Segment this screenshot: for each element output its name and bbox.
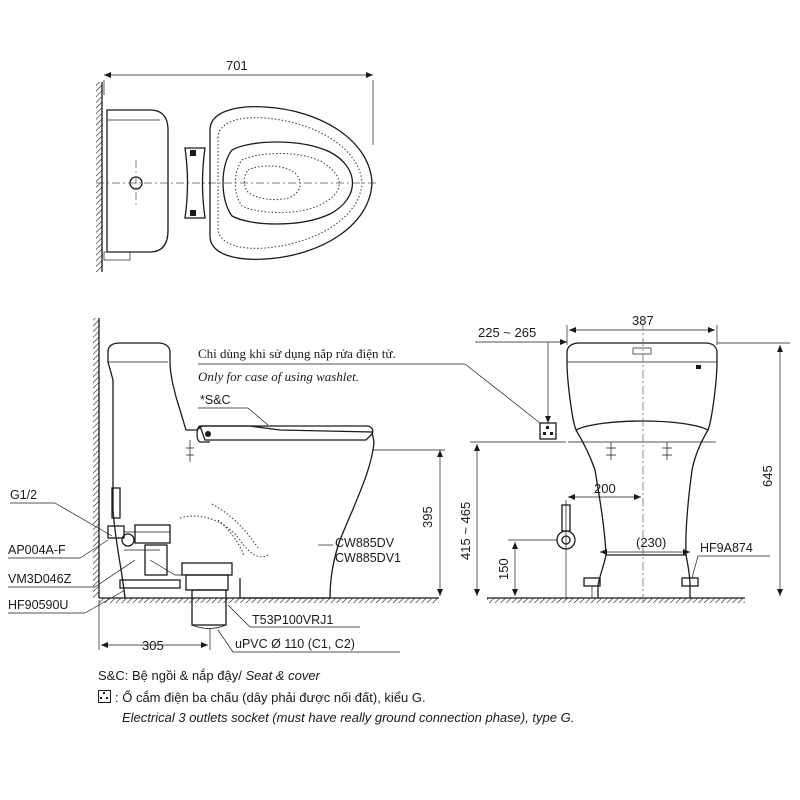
side-toilet-body	[107, 342, 375, 599]
dim-225-265: 225 ~ 265	[478, 325, 536, 340]
top-view: 701	[96, 58, 378, 272]
front-view: 225 ~ 265 387 645 415 ~ 465 200 (230) 15…	[458, 313, 790, 605]
dim-645: 645	[760, 465, 775, 487]
socket-legend-icon	[98, 690, 111, 703]
front-toilet-body	[566, 342, 718, 556]
label-t53p100vrj1: T53P100VRJ1	[252, 613, 333, 627]
top-tank	[106, 109, 169, 253]
legend-socket-vi: : Ổ cắm điện ba chấu (dây phải được nối …	[115, 690, 426, 705]
side-view-wall	[93, 318, 99, 598]
label-hf90590u: HF90590U	[8, 598, 68, 612]
legend-sc-vi: Bệ ngồi & nắp đậy/	[131, 668, 242, 683]
dim-387: 387	[632, 313, 654, 328]
dim-395: 395	[420, 506, 435, 528]
socket-icon	[539, 422, 557, 440]
side-view: 395 305 G1/2 AP004A-F VM3D046Z HF90590U …	[8, 318, 541, 653]
supply-valve	[111, 487, 121, 519]
drain-pipe	[191, 589, 227, 626]
label-ap004a: AP004A-F	[8, 543, 66, 557]
label-seat-cover: *S&C	[200, 393, 231, 407]
label-upvc: uPVC Ø 110 (C1, C2)	[235, 637, 355, 651]
washlet-note-en: Only for case of using washlet.	[198, 369, 359, 384]
front-view-floor	[487, 598, 745, 603]
label-cw885dv1: CW885DV1	[335, 551, 401, 565]
dim-415-465: 415 ~ 465	[458, 502, 473, 560]
seat-hinge	[184, 147, 206, 219]
legend-socket: : Ổ cắm điện ba chấu (dây phải được nối …	[98, 690, 426, 705]
dim-701: 701	[226, 58, 248, 73]
legend-socket-en: Electrical 3 outlets socket (must have r…	[122, 710, 575, 725]
dim-305: 305	[142, 638, 164, 653]
label-cw885dv: CW885DV	[335, 536, 395, 550]
washlet-note-vi: Chỉ dùng khi sử dụng nắp rửa điện tử.	[198, 346, 396, 361]
legend-sc-prefix: S&C:	[98, 668, 129, 683]
legend-seat-cover: S&C: Bệ ngồi & nắp đậy/ Seat & cover	[98, 668, 320, 683]
side-view-floor	[99, 598, 439, 603]
label-g12: G1/2	[10, 488, 37, 502]
label-vm3d: VM3D046Z	[8, 572, 72, 586]
side-seat	[199, 425, 374, 441]
top-view-wall	[96, 82, 102, 272]
top-seat	[209, 106, 373, 260]
dim-200: 200	[594, 481, 616, 496]
dim-230: (230)	[636, 535, 666, 550]
legend-sc-en: Seat & cover	[245, 668, 320, 683]
legend-socket-en-line: Electrical 3 outlets socket (must have r…	[122, 710, 574, 725]
label-hf9a874: HF9A874	[700, 541, 753, 555]
dim-150: 150	[496, 558, 511, 580]
bowl-opening	[222, 141, 354, 225]
drain-flange	[181, 562, 233, 576]
